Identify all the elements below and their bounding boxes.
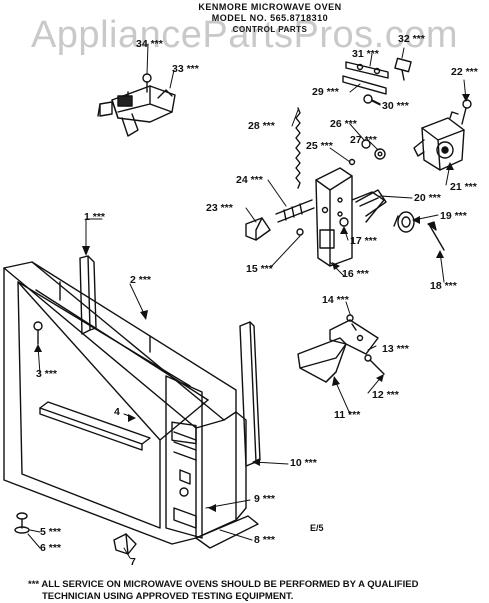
callout-24: 24 *** [236, 174, 263, 186]
callout-21: 21 *** [450, 181, 477, 193]
washer-15 [296, 228, 304, 236]
callout-20: 20 *** [414, 192, 441, 204]
callout-18: 18 *** [430, 280, 457, 292]
latch-assembly-31 [342, 57, 412, 105]
callout-8: 8 *** [254, 534, 276, 546]
callout-30: 30 *** [382, 100, 409, 112]
callout-13: 13 *** [382, 343, 409, 355]
callout-22: 22 *** [451, 66, 478, 78]
callout-15: 15 *** [246, 263, 273, 275]
header-line-3: CONTROL PARTS [232, 25, 308, 34]
nut-17 [339, 217, 349, 227]
shaft-24 [275, 199, 315, 223]
callout-7: 7 [130, 556, 136, 568]
callout-2: 2 *** [130, 274, 152, 286]
callout-34: 34 *** [136, 38, 163, 50]
rail-8 [195, 515, 259, 549]
motor-21 [413, 111, 465, 171]
callout-12: 12 *** [372, 389, 399, 401]
cam-19 [393, 211, 415, 233]
callout-31: 31 *** [352, 48, 379, 60]
bar-4 [39, 401, 151, 451]
service-notice: *** ALL SERVICE ON MICROWAVE OVENS SHOUL… [28, 579, 483, 603]
callout-17: 17 *** [350, 235, 377, 247]
callout-33: 33 *** [172, 63, 199, 75]
screw-12 [364, 354, 385, 375]
callout-1: 1 *** [84, 211, 106, 223]
callout-32: 32 *** [398, 33, 425, 45]
latch-assembly-11 [297, 314, 379, 383]
callout-23: 23 *** [206, 202, 233, 214]
callout-3: 3 *** [36, 368, 58, 380]
callout-10: 10 *** [290, 457, 317, 469]
frame-2 [3, 261, 247, 545]
knob-23 [245, 217, 271, 241]
callout-11: 11 *** [334, 409, 361, 421]
callout-19: 19 *** [440, 210, 467, 222]
callout-25: 25 *** [306, 140, 333, 152]
screw-18 [427, 221, 445, 251]
control-bracket-16 [315, 167, 385, 267]
arrowheads [34, 94, 470, 512]
switch-assembly-33 [97, 73, 176, 137]
callout-5: 5 *** [40, 526, 62, 538]
washers-26-27 [348, 139, 386, 166]
foot-7 [113, 533, 137, 555]
strip-10 [239, 321, 261, 467]
post-1 [79, 255, 97, 335]
screw-22 [461, 99, 472, 125]
header-line-2: MODEL NO. 565.8718310 [211, 13, 329, 23]
control-panel [165, 375, 203, 539]
callout-16: 16 *** [342, 268, 369, 280]
callout-28: 28 *** [248, 120, 275, 132]
screw-3 [33, 321, 43, 345]
page-mark: E/5 [310, 523, 324, 533]
callout-4: 4 [114, 406, 120, 418]
spring-28 [295, 107, 301, 189]
callout-6: 6 *** [40, 542, 62, 554]
screw-5-washer-6 [14, 512, 30, 534]
callout-29: 29 *** [312, 86, 339, 98]
callout-14: 14 *** [322, 294, 349, 306]
header-line-1: KENMORE MICROWAVE OVEN [198, 2, 342, 12]
service-notice-line-2: TECHNICIAN USING APPROVED TESTING EQUIPM… [42, 591, 294, 602]
callout-27: 27 *** [350, 134, 377, 146]
callout-9: 9 *** [254, 493, 276, 505]
callout-26: 26 *** [330, 118, 357, 130]
service-notice-line-1: *** ALL SERVICE ON MICROWAVE OVENS SHOUL… [28, 579, 419, 590]
